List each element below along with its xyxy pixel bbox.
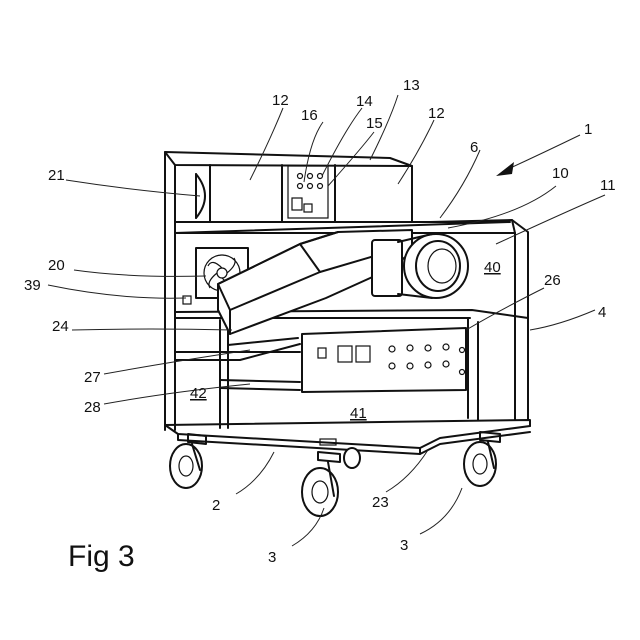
caster-rear-center	[344, 448, 360, 468]
label-12-right: 12	[428, 105, 445, 122]
label-10: 10	[552, 165, 569, 182]
label-39: 39	[24, 277, 41, 294]
upper-compartment	[196, 166, 328, 218]
label-21: 21	[48, 167, 65, 184]
label-20: 20	[48, 257, 65, 274]
label-26: 26	[544, 272, 561, 289]
label-6: 6	[470, 139, 478, 156]
label-40: 40	[484, 259, 501, 276]
label-15: 15	[366, 115, 383, 132]
label-27: 27	[84, 369, 101, 386]
label-41: 41	[350, 405, 367, 422]
label-28: 28	[84, 399, 101, 416]
label-13: 13	[403, 77, 420, 94]
label-16: 16	[301, 107, 318, 124]
label-3-right: 3	[400, 537, 408, 554]
label-4: 4	[598, 304, 606, 321]
figure-title: Fig 3	[68, 540, 135, 573]
label-12-left: 12	[272, 92, 289, 109]
label-23: 23	[372, 494, 389, 511]
label-3-left: 3	[268, 549, 276, 566]
label-14: 14	[356, 93, 373, 110]
label-11: 11	[600, 177, 616, 194]
label-2: 2	[212, 497, 220, 514]
caster-front-center	[302, 452, 340, 516]
label-24: 24	[52, 318, 69, 335]
label-1: 1	[584, 121, 592, 138]
label-42: 42	[190, 385, 207, 402]
